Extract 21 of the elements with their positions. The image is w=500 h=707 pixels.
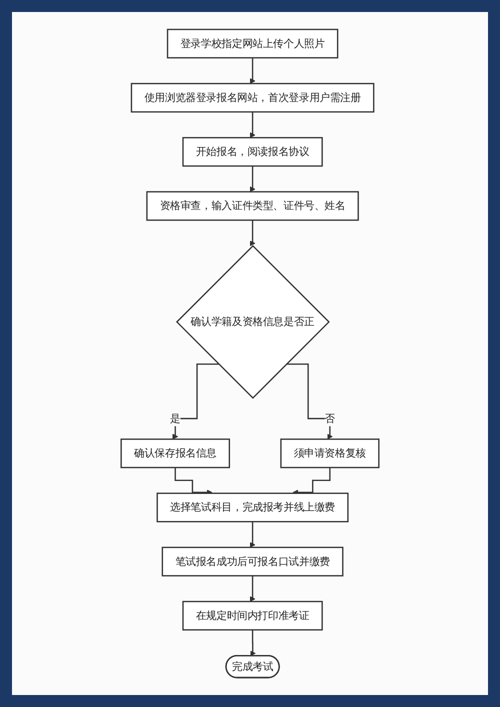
node-box: 确认保存报名信息: [120, 438, 230, 468]
arrow: [172, 364, 219, 440]
node-box: 使用浏览器登录报名网站，首次登录用户需注册: [130, 82, 374, 113]
node-box: 开始报名，阅读报名协议: [182, 137, 323, 167]
node-diamond: 确认学籍及资格信息是否正: [176, 245, 330, 399]
node-box: 须申请资格复核: [280, 438, 380, 468]
arrow: [250, 521, 256, 548]
edge-label: 否: [324, 412, 336, 424]
edge-label: 是: [170, 412, 180, 424]
arrow: [250, 575, 256, 602]
arrow: [250, 629, 256, 656]
arrow: [250, 111, 256, 138]
arrow: [250, 220, 256, 246]
arrow: [286, 364, 333, 440]
node-box: 资格审查，输入证件类型、证件号、姓名: [146, 191, 359, 221]
arrow: [250, 165, 256, 192]
node-box: 选择笔试科目，完成报考并线上缴费: [156, 492, 349, 522]
node-box: 登录学校指定网站上传个人照片: [166, 28, 338, 58]
node-box: 笔试报名成功后可报名口试并缴费: [162, 546, 344, 576]
arrow: [250, 57, 256, 84]
node-box: 在规定时间内打印准考证: [182, 600, 323, 631]
